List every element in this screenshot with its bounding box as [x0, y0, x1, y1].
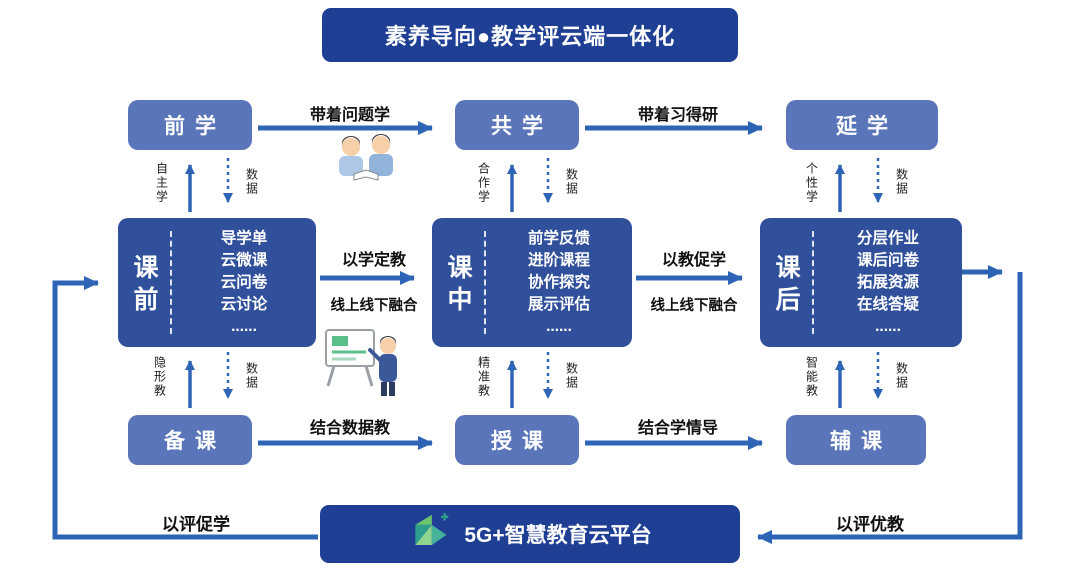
teach-lesson-box: 授课 — [455, 415, 579, 465]
flow-label-bottom-2: 结合学情导 — [637, 420, 719, 437]
in-class-box: 课中 前学反馈 进阶课程 协作探究 展示评估 ...... — [432, 218, 632, 347]
vlabel-data: 数据 — [894, 168, 909, 196]
dashed-divider — [170, 231, 172, 334]
list-item: 课后问卷 — [856, 251, 919, 269]
co-learn-box: 共学 — [455, 100, 579, 150]
pre-learn-box: 前学 — [128, 100, 252, 150]
vlabel-preciseteach: 精准教 — [476, 356, 491, 398]
list-item: 云微课 — [220, 251, 268, 269]
in-class-title: 课中 — [444, 254, 472, 318]
students-learning-illustration — [339, 134, 393, 181]
flow-label-mid-2-top: 以教促学 — [661, 252, 727, 269]
vlabel-cooplearn: 合作学 — [476, 162, 491, 204]
vlabel-personallearn: 个性学 — [804, 162, 819, 204]
platform-banner: 5G+智慧教育云平台 — [320, 505, 740, 563]
list-item: 云讨论 — [220, 295, 268, 313]
list-item: 进阶课程 — [527, 251, 590, 269]
loop-right-label: 以评优教 — [836, 515, 904, 534]
pre-class-items: 导学单 云微课 云问卷 云讨论 ...... — [172, 218, 316, 347]
prepare-lesson-label: 备课 — [164, 430, 226, 453]
arrow-loop-right-to-platform — [757, 272, 1023, 544]
vlabel-data: 数据 — [244, 168, 259, 196]
after-class-items: 分层作业 课后问卷 拓展资源 在线答疑 ...... — [814, 218, 962, 347]
pre-class-box: 课前 导学单 云微课 云问卷 云讨论 ...... — [118, 218, 316, 347]
list-item: 拓展资源 — [856, 273, 919, 291]
page-title: 素养导向●教学评云端一体化 — [384, 24, 676, 49]
vlabel-data: 数据 — [564, 168, 579, 196]
loop-left-label: 以评促学 — [162, 515, 230, 534]
extend-learn-box: 延学 — [786, 100, 938, 150]
list-item: 导学单 — [220, 229, 268, 247]
list-item: 云问卷 — [220, 273, 268, 291]
list-item: ...... — [231, 317, 257, 335]
list-item: 前学反馈 — [527, 229, 590, 247]
vlabel-data: 数据 — [244, 362, 259, 390]
list-item: 展示评估 — [527, 295, 590, 313]
flow-label-mid-2-bottom: 线上线下融合 — [650, 298, 738, 314]
list-item: ...... — [875, 317, 901, 335]
pre-class-title: 课前 — [130, 254, 158, 318]
teacher-smartboard-illustration — [325, 329, 397, 396]
title-banner: 素养导向●教学评云端一体化 — [322, 8, 738, 62]
vlabel-smartteach: 智能教 — [804, 356, 819, 398]
flow-label-mid-1-bottom: 线上线下融合 — [330, 298, 418, 314]
cloud-platform-logo-icon — [415, 513, 449, 545]
dashed-divider — [484, 231, 486, 334]
after-class-title: 课后 — [772, 254, 800, 318]
teach-lesson-label: 授课 — [491, 430, 553, 453]
list-item: 分层作业 — [856, 229, 919, 247]
vlabel-hiddenteach: 隐形教 — [152, 356, 167, 398]
dashed-divider — [812, 231, 814, 334]
vlabel-data: 数据 — [564, 362, 579, 390]
extend-learn-label: 延学 — [836, 115, 898, 138]
after-class-box: 课后 分层作业 课后问卷 拓展资源 在线答疑 ...... — [760, 218, 962, 347]
arrow-loop-platform-to-preclass — [52, 276, 318, 540]
flow-label-learn-1: 带着问题学 — [309, 107, 391, 124]
list-item: ...... — [546, 317, 572, 335]
prepare-lesson-box: 备课 — [128, 415, 252, 465]
platform-label: 5G+智慧教育云平台 — [464, 524, 652, 547]
assist-lesson-label: 辅课 — [830, 430, 892, 453]
flow-label-learn-2: 带着习得研 — [637, 107, 719, 124]
list-item: 在线答疑 — [856, 295, 919, 313]
assist-lesson-box: 辅课 — [786, 415, 926, 465]
vlabel-data: 数据 — [894, 362, 909, 390]
pre-learn-label: 前学 — [164, 115, 226, 138]
flow-label-bottom-1: 结合数据教 — [309, 420, 391, 437]
list-item: 协作探究 — [527, 273, 590, 291]
in-class-items: 前学反馈 进阶课程 协作探究 展示评估 ...... — [486, 218, 632, 347]
vlabel-selflearn: 自主学 — [154, 162, 169, 204]
co-learn-label: 共学 — [491, 115, 553, 138]
flow-label-mid-1-top: 以学定教 — [341, 252, 407, 269]
